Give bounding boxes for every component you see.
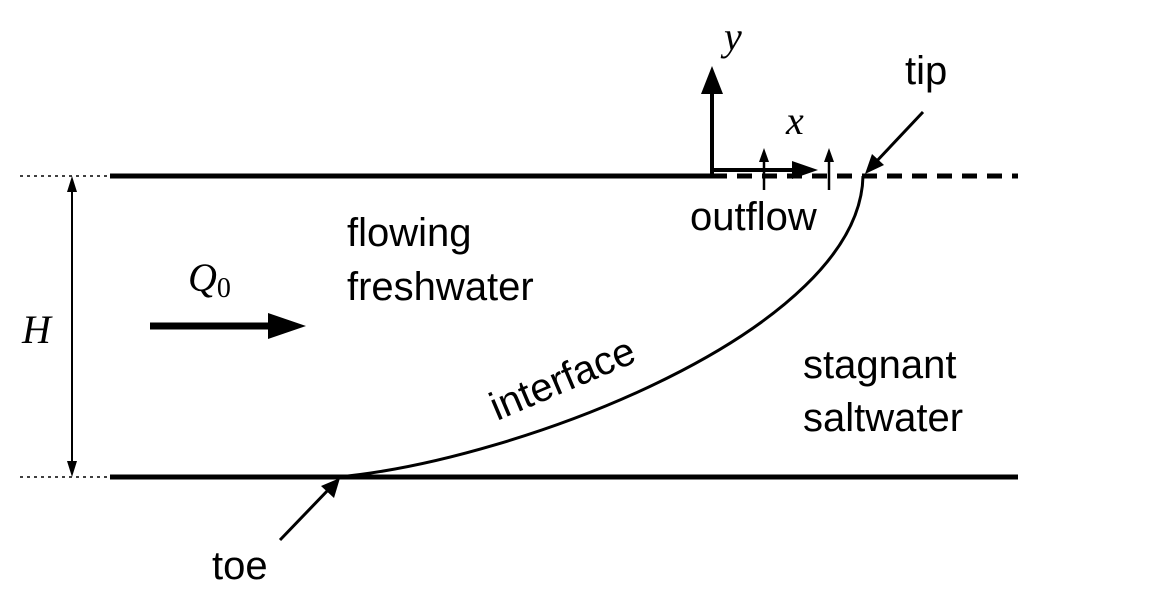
saltwater-label-line2: saltwater [803,396,963,440]
toe-pointer-head [321,478,340,498]
freshwater-label-line1: flowing [347,211,472,255]
saltwater-label-line1: stagnant [803,343,956,387]
tip-pointer [872,110,925,166]
interface-curve [337,175,865,479]
flow-label: Q0 [188,255,231,304]
outflow-arrowhead-2 [824,148,834,162]
y-axis-label: y [720,14,742,59]
interface-label: interface [483,329,641,429]
flow-symbol: Q [188,255,217,300]
x-axis-arrowhead [792,161,818,179]
tip-pointer-head [865,154,884,174]
x-axis-label: x [785,98,804,143]
toe-pointer [278,486,332,542]
height-label: H [21,307,53,352]
height-arrowhead-bottom [67,461,77,477]
outflow-arrowhead-1 [759,148,769,162]
toe-label: toe [212,544,268,588]
flow-subscript: 0 [217,273,231,304]
flow-arrowhead [268,313,306,339]
outflow-label: outflow [690,195,817,239]
tip-label: tip [905,49,947,93]
height-arrowhead-top [67,176,77,192]
y-axis-arrowhead [701,66,723,94]
freshwater-label-line2: freshwater [347,265,534,309]
